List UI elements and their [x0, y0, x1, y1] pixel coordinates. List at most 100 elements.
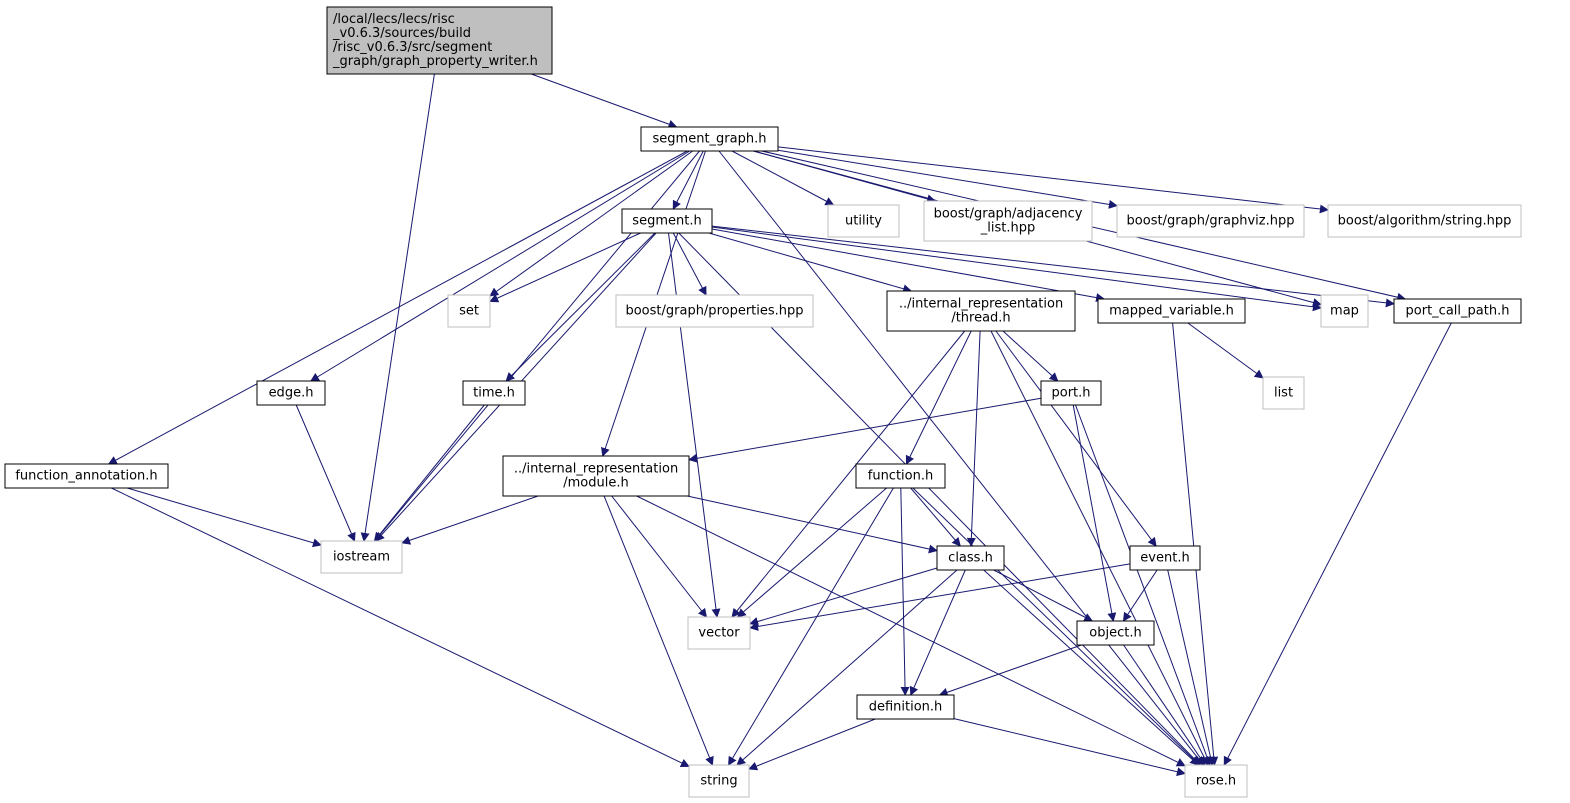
node-object[interactable]: object.h [1076, 620, 1155, 646]
node-map[interactable]: map [1320, 294, 1369, 328]
edge-segment-to-map [711, 226, 1322, 312]
edge-class-to-string [736, 569, 958, 766]
node-label-line: function.h [868, 469, 933, 484]
edge-thread-to-function [905, 330, 972, 465]
edge-class-to-definition [909, 569, 966, 696]
node-string[interactable]: string [688, 764, 750, 798]
node-vector[interactable]: vector [687, 616, 751, 650]
node-segment[interactable]: segment.h [621, 208, 713, 234]
edge-mapped_variable-to-rose [1172, 322, 1219, 766]
node-function-annotation[interactable]: function_annotation.h [4, 463, 169, 489]
edge-segment_graph-to-function_annotation [107, 150, 688, 465]
node-adjacency-list[interactable]: boost/graph/adjacency_list.hpp [923, 200, 1093, 242]
node-box [447, 294, 491, 328]
node-box [320, 540, 403, 574]
node-label-line: function_annotation.h [15, 469, 157, 484]
node-label-line: boost/algorithm/string.hpp [1338, 214, 1512, 229]
node-label-line: /local/lecs/lecs/risc [333, 12, 455, 27]
node-box [1076, 620, 1155, 646]
node-box [1184, 764, 1248, 798]
edge-segment-to-port_call_path [711, 225, 1395, 308]
node-label-line: rose.h [1196, 774, 1236, 789]
node-label-line: class.h [948, 551, 993, 566]
node-iostream[interactable]: iostream [320, 540, 403, 574]
node-box [1320, 294, 1369, 328]
edge-segment_graph-to-set [489, 150, 693, 297]
edge-segment_graph-to-edge [310, 150, 690, 382]
edge-object-to-definition [938, 644, 1082, 697]
node-box [640, 126, 779, 152]
node-box [936, 545, 1005, 571]
node-box [856, 694, 955, 720]
node-port-call-path[interactable]: port_call_path.h [1393, 298, 1522, 324]
edge-function-to-definition [900, 487, 910, 696]
node-box [688, 764, 750, 798]
node-mapped-variable[interactable]: mapped_variable.h [1097, 298, 1246, 324]
nodes: /local/lecs/lecs/risc_v0.6.3/sources/bui… [4, 6, 1522, 798]
node-label-line: port_call_path.h [1406, 304, 1510, 319]
node-box [502, 455, 690, 497]
node-label-line: ../internal_representation [899, 297, 1063, 312]
node-box [923, 200, 1093, 242]
node-box [462, 380, 526, 406]
node-label-line: /thread.h [951, 311, 1010, 326]
node-event[interactable]: event.h [1129, 545, 1201, 571]
node-function[interactable]: function.h [855, 463, 946, 489]
node-label-line: _graph/graph_property_writer.h [332, 54, 538, 69]
edge-thread-to-vector [731, 330, 966, 618]
node-list[interactable]: list [1262, 376, 1305, 410]
edge-segment-to-mapped_variable [711, 228, 1106, 303]
node-box [855, 463, 946, 489]
node-label-line: iostream [333, 550, 390, 565]
node-properties[interactable]: boost/graph/properties.hpp [615, 294, 814, 328]
edge-root-to-segment_graph [531, 73, 678, 129]
edge-function-to-class [910, 487, 961, 547]
node-definition[interactable]: definition.h [856, 694, 955, 720]
node-box [687, 616, 751, 650]
edge-segment-to-time [505, 232, 656, 382]
node-label-line: set [459, 304, 479, 319]
edge-thread-to-port [1002, 330, 1059, 382]
node-label-line: utility [845, 214, 882, 229]
edge-definition-to-rose [953, 718, 1186, 777]
node-label-line: _v0.6.3/sources/build [332, 26, 471, 41]
node-class[interactable]: class.h [936, 545, 1005, 571]
edge-module-to-rose [636, 495, 1186, 767]
edge-thread-to-event [995, 330, 1157, 547]
edge-segment-to-set [489, 232, 641, 303]
node-box [827, 204, 900, 238]
node-box [256, 380, 326, 406]
node-port[interactable]: port.h [1040, 380, 1102, 406]
node-label-line: boost/graph/adjacency [934, 207, 1083, 222]
node-label-line: string [700, 774, 737, 789]
node-segment-graph[interactable]: segment_graph.h [640, 126, 779, 152]
node-label-line: segment_graph.h [653, 132, 767, 147]
edge-port-to-module [688, 397, 1042, 463]
node-label-line: boost/graph/graphviz.hpp [1127, 214, 1295, 229]
node-label-line: event.h [1140, 551, 1189, 566]
edge-segment_graph-to-graphviz [777, 149, 1118, 209]
edge-object-to-rose [1123, 644, 1206, 766]
edge-segment_graph-to-algorithm_string [777, 146, 1329, 214]
node-module[interactable]: ../internal_representation/module.h [502, 455, 690, 497]
node-label-line: time.h [473, 386, 515, 401]
edge-event-to-vector [749, 563, 1131, 631]
node-label-line: ../internal_representation [514, 462, 678, 477]
node-utility[interactable]: utility [827, 204, 900, 238]
node-edge[interactable]: edge.h [256, 380, 326, 406]
edge-class-to-object [993, 569, 1094, 622]
node-set[interactable]: set [447, 294, 491, 328]
node-graphviz[interactable]: boost/graph/graphviz.hpp [1116, 204, 1305, 238]
node-algorithm-string[interactable]: boost/algorithm/string.hpp [1327, 204, 1522, 238]
node-root[interactable]: /local/lecs/lecs/risc_v0.6.3/sources/bui… [326, 6, 553, 75]
node-time[interactable]: time.h [462, 380, 526, 406]
node-box [886, 290, 1076, 332]
edge-mapped_variable-to-list [1187, 322, 1264, 379]
node-box [1040, 380, 1102, 406]
node-thread[interactable]: ../internal_representation/thread.h [886, 290, 1076, 332]
edge-edge-to-iostream [295, 404, 356, 542]
edge-module-to-string [603, 495, 714, 766]
node-rose[interactable]: rose.h [1184, 764, 1248, 798]
edge-segment_graph-to-utility [731, 150, 835, 206]
